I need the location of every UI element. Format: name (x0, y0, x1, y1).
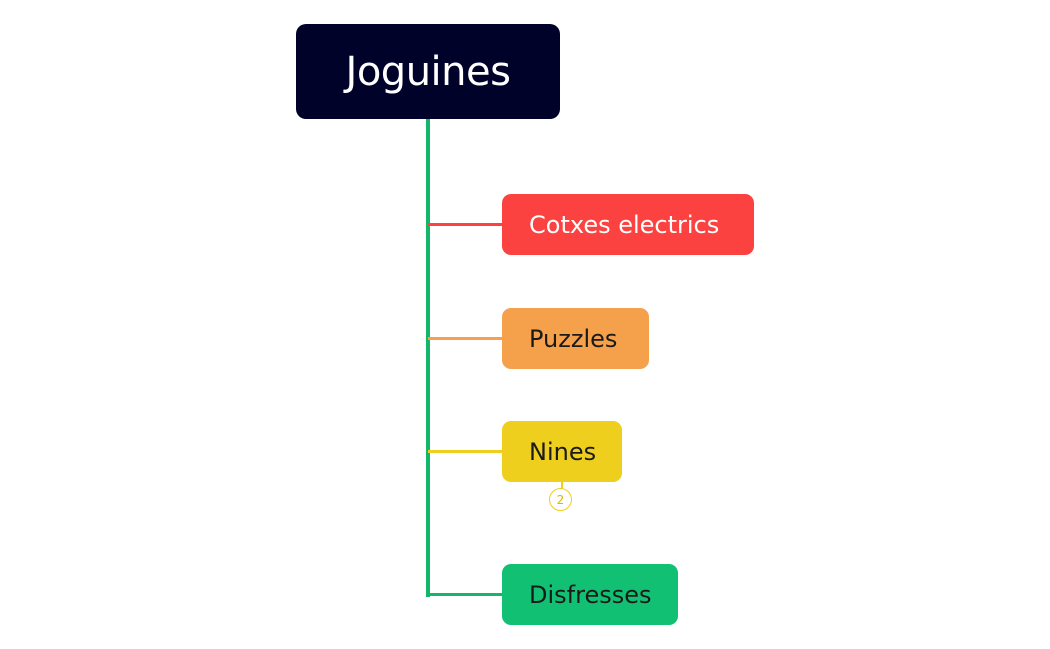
collapsed-subtopics-badge[interactable]: 2 (549, 488, 572, 511)
collapsed-badge-stem (561, 482, 563, 490)
topic-puzzles[interactable]: Puzzles (502, 308, 649, 369)
topic-nines[interactable]: Nines (502, 421, 622, 482)
branch-line-nines (428, 450, 504, 453)
topic-cotxes-electrics[interactable]: Cotxes electrics (502, 194, 754, 255)
branch-line-cotxes-electrics (428, 223, 504, 226)
central-topic[interactable]: Joguines (296, 24, 560, 119)
topic-disfresses[interactable]: Disfresses (502, 564, 678, 625)
branch-line-disfresses (428, 593, 504, 596)
branch-line-puzzles (428, 337, 504, 340)
main-connector (426, 119, 430, 597)
